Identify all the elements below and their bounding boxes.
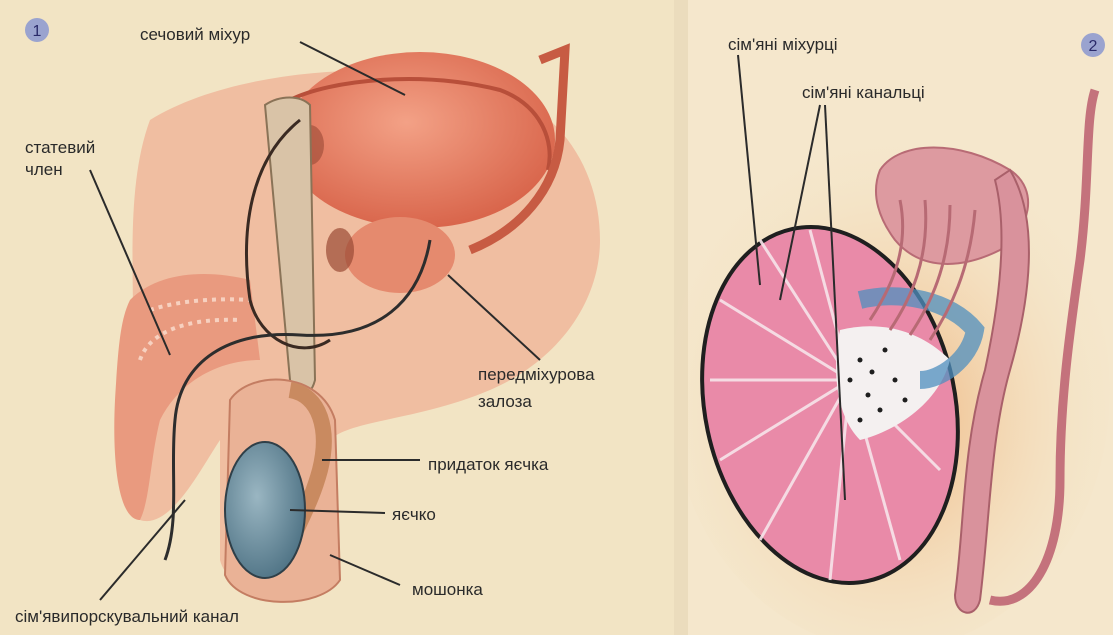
label-prostate-line1: передміхурова [478,365,595,384]
label-seminiferous-tubules: сім'яні канальці [802,83,925,102]
label-ejaculatory-duct: сім'явипорскувальний канал [15,607,239,626]
panel2-number: 2 [1089,38,1098,55]
label-penis-line1: статевий [25,138,95,157]
label-epididymis: придаток яєчка [428,455,549,474]
prostate-shape [345,217,455,293]
label-bladder: сечовий міхур [140,25,250,44]
label-scrotum: мошонка [412,580,483,599]
panel1-number: 1 [33,23,42,40]
label-seminal-vesicles: сім'яні міхурці [728,35,838,54]
label-testis: яєчко [392,505,436,524]
label-penis-line2: член [25,160,63,179]
label-prostate-line2: залоза [478,392,532,411]
